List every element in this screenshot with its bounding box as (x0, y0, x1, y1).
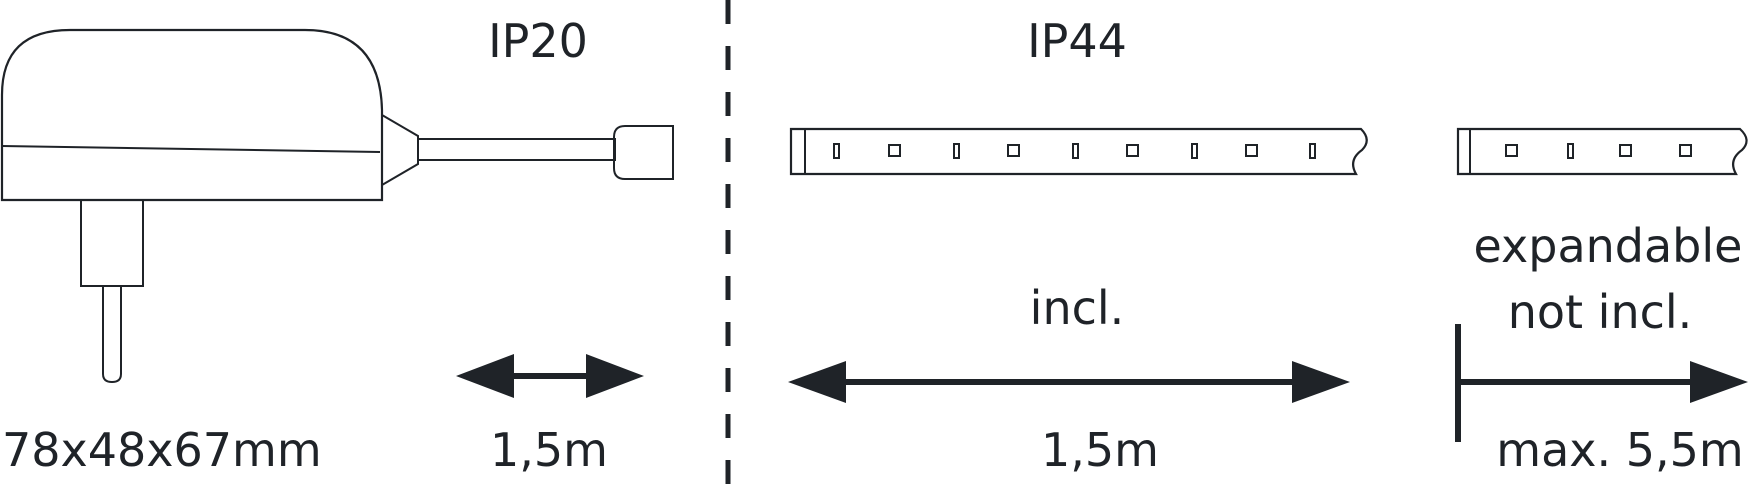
power-adapter-icon (0, 28, 674, 384)
strip-expandable-label: expandable (1474, 219, 1743, 273)
adapter-ip-rating: IP20 (488, 14, 588, 68)
adapter-dimensions: 78x48x67mm (2, 423, 322, 477)
strip-ip-rating: IP44 (1027, 14, 1127, 68)
adapter-cable-length: 1,5m (490, 423, 608, 477)
strip-not-included-label: not incl. (1508, 285, 1693, 339)
strip-included-label: incl. (1030, 281, 1125, 335)
led-strip-expansion-icon (1456, 127, 1748, 176)
strip-included-arrow-icon (788, 361, 1350, 403)
adapter-cable-arrow-icon (456, 354, 644, 398)
led-strip-included-icon (789, 127, 1368, 176)
strip-max-length: max. 5,5m (1496, 423, 1743, 477)
strip-expansion-arrow-icon (1455, 324, 1748, 442)
strip-included-length: 1,5m (1041, 423, 1159, 477)
